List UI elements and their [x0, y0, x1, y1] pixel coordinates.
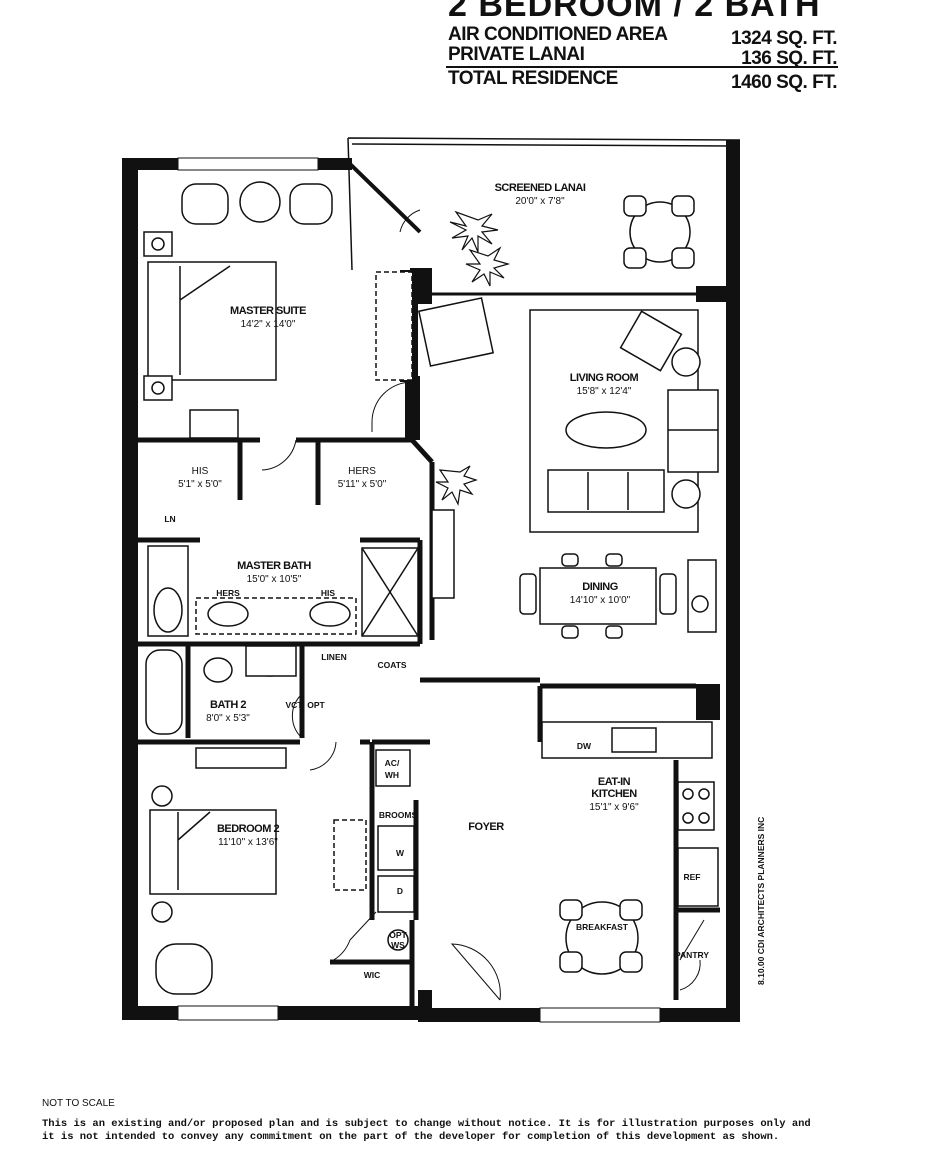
vct-label-bath: VCT [286, 700, 304, 710]
coats-label: COATS [377, 660, 406, 670]
master-suite-dims: 14'2" x 14'0" [241, 319, 296, 330]
not-to-scale-label: NOT TO SCALE [42, 1098, 115, 1109]
master-bath-name: MASTER BATH [237, 560, 311, 572]
dishwasher-label: DW [577, 741, 592, 751]
total-area-label: TOTAL RESIDENCE [448, 68, 618, 89]
ac-wh-label-1: AC/ [385, 758, 400, 768]
plan-title: 2 BEDROOM / 2 BATH [448, 0, 821, 24]
lanai-dims: 20'0" x 7'8" [515, 196, 565, 207]
bedroom-2-dims: 11'10" x 13'6" [218, 837, 278, 848]
disclaimer-line-1: This is an existing and/or proposed plan… [42, 1118, 811, 1130]
hers-closet-name: HERS [348, 466, 376, 477]
copyright-label: 8.10.00 CDI ARCHITECTS PLANNERS INC [756, 817, 766, 985]
pantry-label: PANTRY [675, 950, 709, 960]
refrigerator-label: REF [684, 872, 701, 882]
foyer-name: FOYER [468, 821, 504, 833]
vanity-hers-label: HERS [216, 588, 240, 598]
lanai-area-label: PRIVATE LANAI [448, 44, 585, 65]
room-labels: SCREENED LANAI 20'0" x 7'8" MASTER SUITE… [178, 182, 639, 848]
plants [435, 210, 511, 506]
master-bath-dims: 15'0" x 10'5" [247, 574, 302, 585]
walk-in-closet-label: WIC [364, 970, 381, 980]
kitchen-dims: 15'1" x 9'6" [589, 802, 639, 813]
ac-wh-label-2: WH [385, 770, 399, 780]
opt-label-bath: OPT [307, 700, 325, 710]
bedroom-2-name: BEDROOM 2 [217, 823, 280, 835]
his-closet-dims: 5'1" x 5'0" [178, 479, 222, 490]
dryer-label: D [397, 886, 403, 896]
bath-2-name: BATH 2 [210, 699, 246, 711]
ac-area-value: 1324 SQ. FT. [731, 28, 837, 49]
header-divider [446, 66, 838, 68]
lanai-outline [346, 137, 741, 296]
windows [177, 157, 661, 1023]
bath-2-dims: 8'0" x 5'3" [206, 713, 250, 724]
living-room-dims: 15'8" x 12'4" [577, 386, 632, 397]
fixture-labels: HERS HIS LINEN COATS BROOMS DW REF PANTR… [164, 514, 766, 985]
linen-label: LINEN [321, 652, 347, 662]
ac-area-label: AIR CONDITIONED AREA [448, 24, 668, 45]
kitchen-name-1: EAT-IN [598, 776, 631, 788]
linen-his-label: LN [164, 514, 175, 524]
dining-name: DINING [582, 581, 618, 593]
vanity-his-label: HIS [321, 588, 336, 598]
kitchen-name-2: KITCHEN [591, 788, 637, 800]
total-area-value: 1460 SQ. FT. [731, 72, 837, 93]
hers-closet-dims: 5'11" x 5'0" [338, 479, 387, 490]
living-room-name: LIVING ROOM [570, 372, 639, 384]
opt-ws-label-2: WS [391, 940, 405, 950]
washer-label: W [396, 848, 405, 858]
brooms-label: BROOMS [379, 810, 418, 820]
interior-walls [138, 437, 720, 1006]
his-closet-name: HIS [192, 466, 209, 477]
breakfast-label: BREAKFAST [576, 922, 629, 932]
dining-dims: 14'10" x 10'0" [570, 595, 631, 606]
lanai-area-value: 136 SQ. FT. [741, 48, 837, 69]
master-suite-name: MASTER SUITE [230, 305, 306, 317]
door-swings [261, 209, 705, 1001]
disclaimer-line-2: it is not intended to convey any commitm… [42, 1131, 780, 1143]
lanai-name: SCREENED LANAI [495, 182, 586, 194]
opt-ws-label-1: OPT [389, 930, 407, 940]
furniture [143, 181, 719, 995]
